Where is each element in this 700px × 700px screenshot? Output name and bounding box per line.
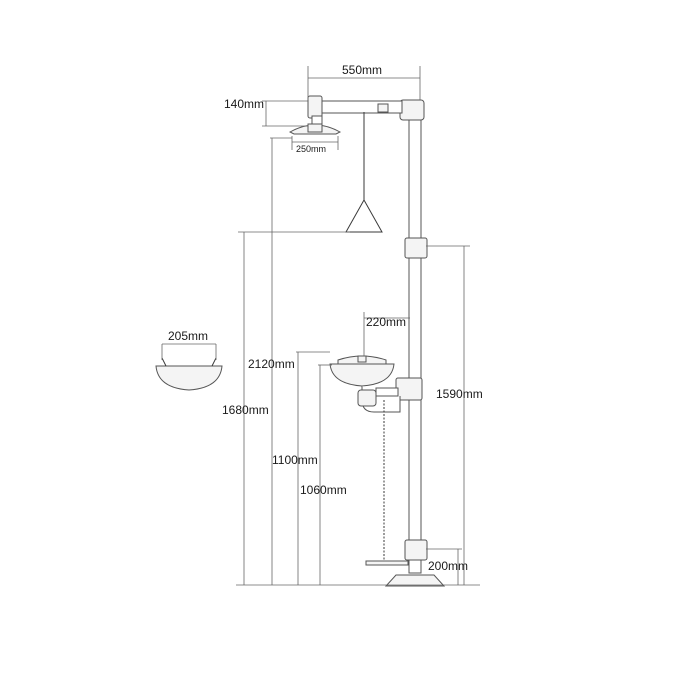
label-basin-rim-height: 1060mm xyxy=(300,483,347,497)
foot-pedal xyxy=(365,400,409,566)
label-pull-height: 2120mm xyxy=(248,357,295,371)
dimension-lines xyxy=(236,66,480,586)
pull-handle xyxy=(345,112,383,233)
bowl-detail xyxy=(155,343,223,391)
label-head-diameter: 250mm xyxy=(296,144,326,154)
shower-arm xyxy=(307,95,403,127)
shower-head xyxy=(288,123,342,135)
label-base-height: 200mm xyxy=(428,559,468,573)
label-total-height: 1680mm xyxy=(222,403,269,417)
label-upper-joint-height: 1590mm xyxy=(436,387,483,401)
label-arm-width: 550mm xyxy=(342,63,382,77)
eyewash-basin xyxy=(329,355,401,413)
label-basin-width: 220mm xyxy=(366,315,406,329)
label-head-height: 140mm xyxy=(224,97,264,111)
label-basin-height: 1100mm xyxy=(272,453,318,467)
main-column xyxy=(384,99,446,587)
label-bowl-width: 205mm xyxy=(168,329,208,343)
